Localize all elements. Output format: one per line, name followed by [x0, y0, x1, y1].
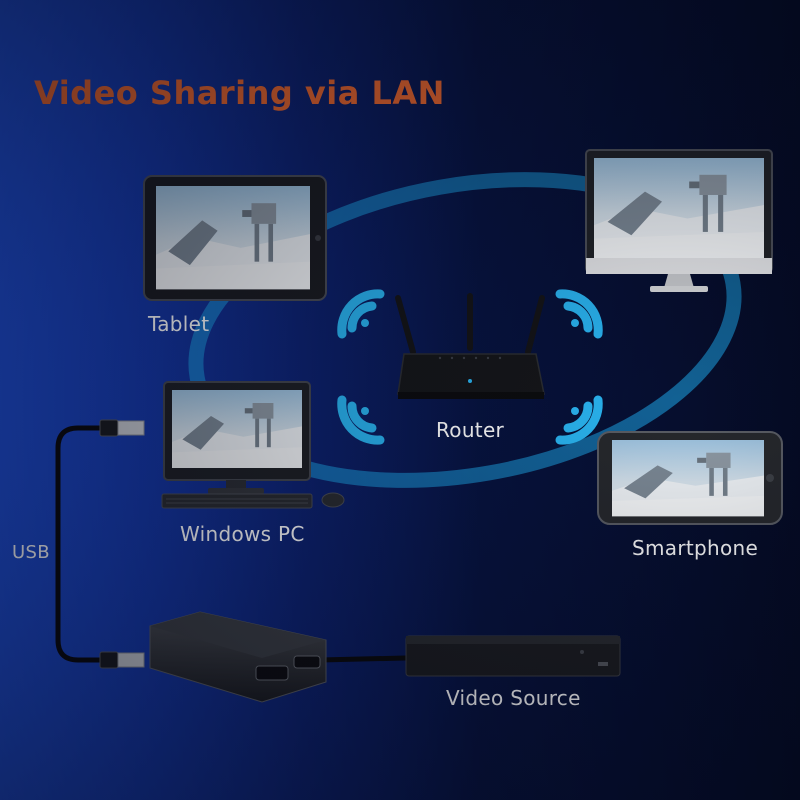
tablet-device	[143, 175, 327, 301]
wifi-signal-icons	[337, 289, 603, 445]
monitor-device	[585, 149, 773, 292]
hdmi-cable	[319, 655, 407, 663]
label-tablet: Tablet	[148, 312, 210, 336]
page-title: Video Sharing via LAN	[34, 74, 445, 112]
video-source-device	[405, 635, 621, 677]
label-usb: USB	[12, 542, 50, 563]
windows-pc-device	[161, 381, 345, 509]
label-smartphone: Smartphone	[632, 536, 759, 560]
capture-device	[149, 611, 327, 703]
label-windows-pc: Windows PC	[180, 522, 305, 546]
smartphone-device	[597, 431, 783, 525]
router-device	[395, 293, 545, 399]
label-video-source: Video Source	[446, 686, 581, 710]
network-ring	[188, 172, 742, 488]
usb-cable	[55, 419, 145, 669]
label-router: Router	[436, 418, 505, 442]
